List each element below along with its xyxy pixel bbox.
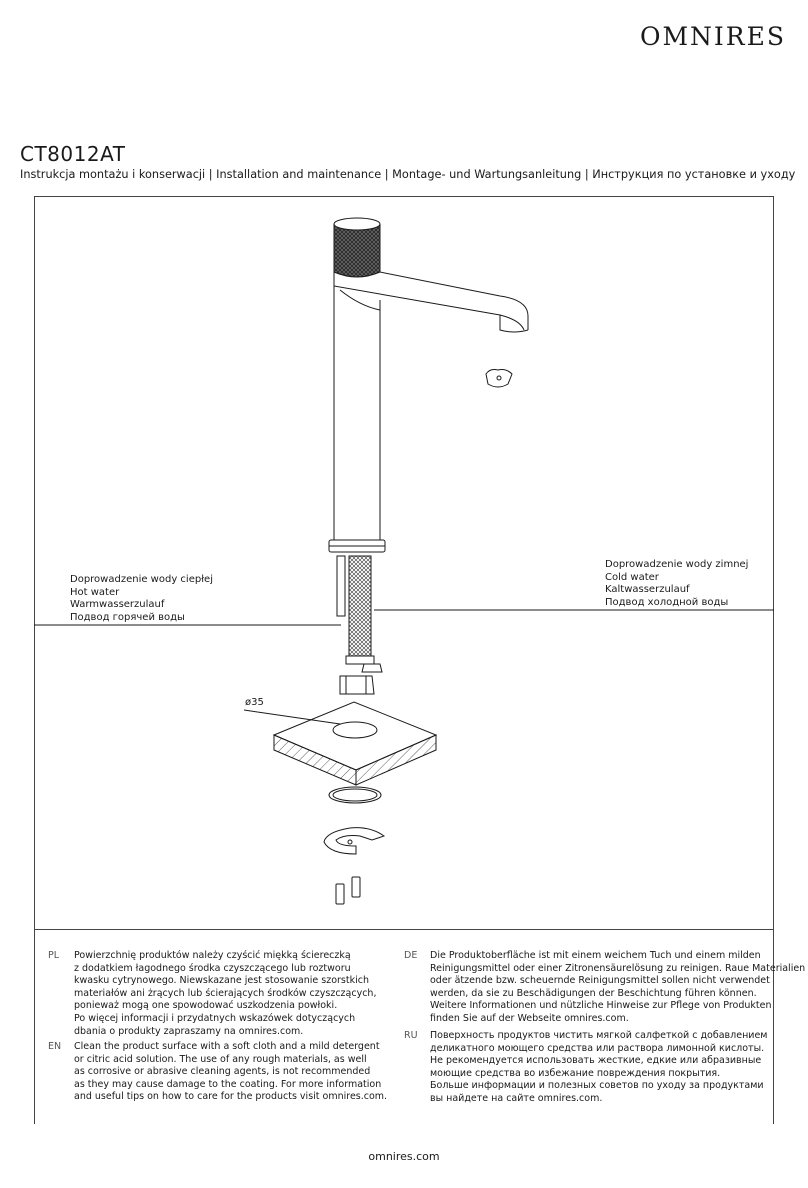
lang-code-de: DE bbox=[404, 950, 418, 961]
hot-water-en: Hot water bbox=[70, 586, 120, 598]
cold-water-label: Doprowadzenie wody zimnej Cold water Kal… bbox=[605, 559, 748, 609]
footer-url[interactable]: omnires.com bbox=[368, 1150, 440, 1163]
cold-water-ru: Подвод холодной воды bbox=[605, 596, 729, 608]
text-line: Powierzchnię produktów należy czyścić mi… bbox=[74, 950, 351, 961]
maintenance-text-de: Die Produktoberfläche ist mit einem weic… bbox=[430, 950, 806, 1026]
hot-water-ru: Подвод горячей воды bbox=[70, 611, 185, 623]
text-line: dbania o produkty zapraszamy na omnires.… bbox=[74, 1025, 304, 1037]
model-number: CT8012AT bbox=[20, 142, 126, 166]
lang-code-en: EN bbox=[48, 1041, 62, 1052]
text-line: ponieważ mogą one spowodować uszkodzenia… bbox=[74, 1000, 338, 1012]
text-line: Поверхность продуктов чистить мягкой сал… bbox=[430, 1030, 768, 1041]
text-line: finden Sie auf der Webseite omnires.com. bbox=[430, 1012, 629, 1024]
text-line: as they may cause damage to the coating.… bbox=[74, 1078, 382, 1090]
text-line: Не рекомендуется использовать жесткие, е… bbox=[430, 1055, 762, 1067]
text-line: вы найдете на сайте omnires.com. bbox=[430, 1092, 603, 1104]
hot-water-label: Doprowadzenie wody ciepłej Hot water War… bbox=[70, 574, 213, 624]
brand-logo: OMNIRES bbox=[639, 22, 786, 51]
diagram-frame bbox=[34, 196, 774, 1124]
text-line: kwasku cytrynowego. Niewskazane jest sto… bbox=[74, 975, 369, 987]
maintenance-text-ru: Поверхность продуктов чистить мягкой сал… bbox=[430, 1030, 768, 1106]
text-line: or citric acid solution. The use of any … bbox=[74, 1053, 367, 1065]
text-line: Clean the product surface with a soft cl… bbox=[74, 1041, 380, 1052]
text-line: oder ätzende bzw. scheuernde Reinigungsm… bbox=[430, 975, 770, 987]
text-line: Die Produktoberfläche ist mit einem weic… bbox=[430, 950, 761, 961]
text-line: and useful tips on how to care for the p… bbox=[74, 1091, 388, 1103]
text-line: деликатного моющего средства или раствор… bbox=[430, 1042, 765, 1054]
cold-water-en: Cold water bbox=[605, 571, 659, 583]
text-line: werden, da sie zu Beschädigungen der Bes… bbox=[430, 987, 757, 999]
cold-water-pl: Doprowadzenie wody zimnej bbox=[605, 559, 749, 570]
text-line: as corrosive or abrasive cleaning agents… bbox=[74, 1066, 371, 1078]
hot-water-de: Warmwasserzulauf bbox=[70, 599, 165, 610]
text-line: z dodatkiem łagodnego środka czyszcząceg… bbox=[74, 962, 351, 974]
faucet-diagram bbox=[34, 217, 774, 905]
maintenance-text-pl: Powierzchnię produktów należy czyścić mi… bbox=[74, 950, 377, 1038]
cold-water-de: Kaltwasserzulauf bbox=[605, 584, 690, 595]
maintenance-text-en: Clean the product surface with a soft cl… bbox=[74, 1041, 388, 1104]
text-line: Po więcej informacji i przydatnych wskaz… bbox=[74, 1012, 356, 1024]
document-subtitle: Instrukcja montażu i konserwacji | Insta… bbox=[20, 168, 796, 181]
text-line: моющие средства во избежание повреждения… bbox=[430, 1067, 721, 1079]
diameter-label: ø35 bbox=[245, 697, 264, 708]
lang-code-ru: RU bbox=[404, 1030, 418, 1041]
text-line: Weitere Informationen und nützliche Hinw… bbox=[430, 1000, 772, 1012]
text-line: Reinigungsmittel oder einer Zitronensäur… bbox=[430, 962, 806, 974]
text-line: Больше информации и полезных советов по … bbox=[430, 1080, 764, 1092]
lang-code-pl: PL bbox=[48, 950, 60, 961]
text-line: materiałów ani żrących lub ścierających … bbox=[74, 987, 377, 999]
hot-water-pl: Doprowadzenie wody ciepłej bbox=[70, 574, 213, 585]
section-divider bbox=[34, 929, 774, 930]
